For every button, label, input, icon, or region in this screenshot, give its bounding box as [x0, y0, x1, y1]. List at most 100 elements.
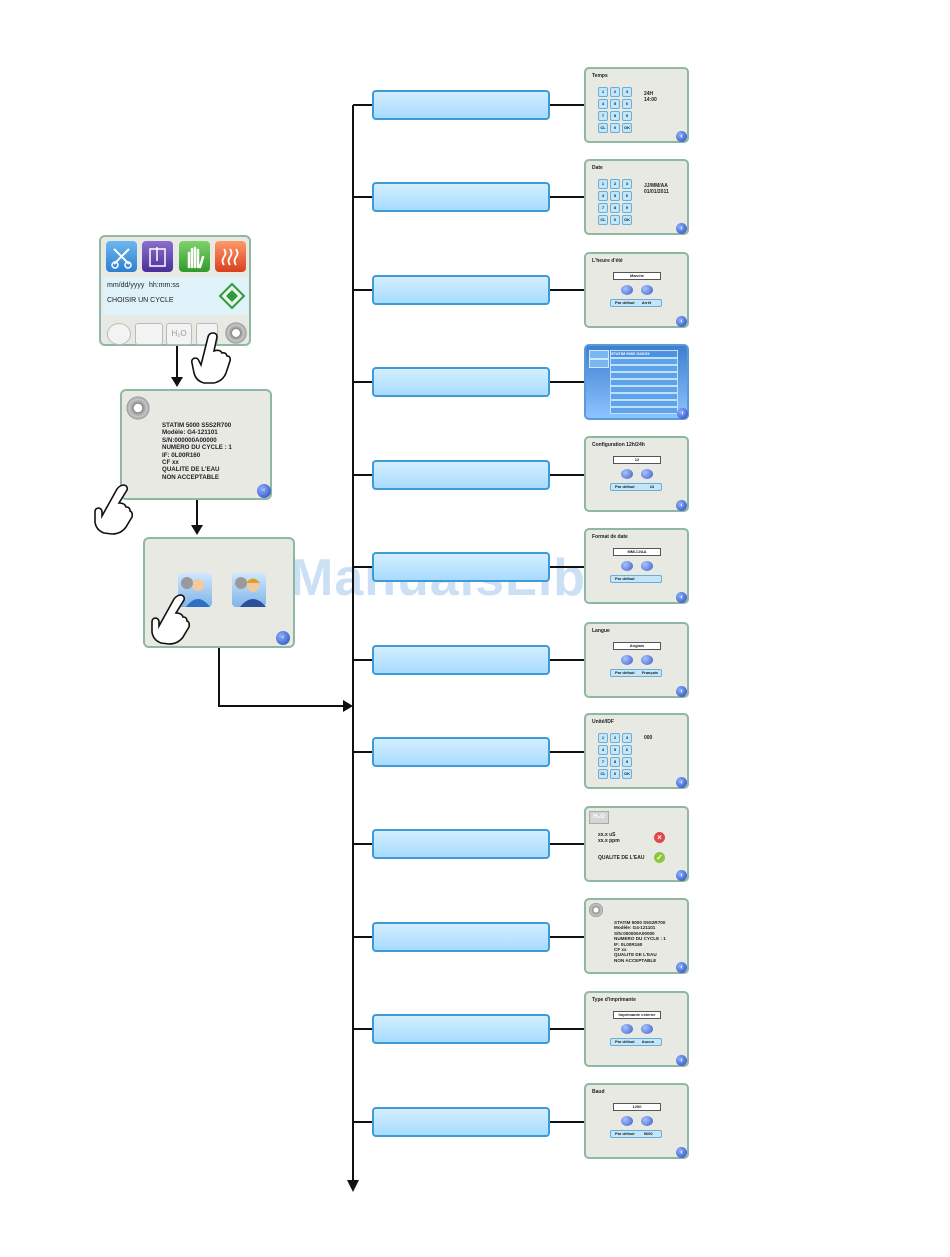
- menu-bar-unit-id[interactable]: [372, 737, 550, 767]
- keypad-key[interactable]: 3: [622, 733, 632, 743]
- keypad-key[interactable]: 3: [622, 87, 632, 97]
- keypad-key[interactable]: 5: [610, 191, 620, 201]
- default-option[interactable]: Par défaut: [615, 300, 635, 305]
- keypad-key[interactable]: 6: [622, 191, 632, 201]
- alt-option[interactable]: Aucun: [641, 1039, 655, 1044]
- default-option[interactable]: Par défaut: [615, 1131, 635, 1136]
- list-row[interactable]: [610, 365, 678, 372]
- menu-bar-date-format[interactable]: [372, 552, 550, 582]
- keypad-key[interactable]: 4: [598, 99, 608, 109]
- back-icon[interactable]: ‹: [677, 408, 688, 419]
- side-tab[interactable]: [589, 359, 609, 368]
- back-icon[interactable]: ‹: [676, 1055, 687, 1066]
- up-button[interactable]: [641, 469, 653, 479]
- keypad-key[interactable]: 2: [610, 87, 620, 97]
- side-tab[interactable]: [589, 350, 609, 359]
- default-option[interactable]: Par défaut: [615, 670, 635, 675]
- keypad-key[interactable]: 9: [622, 757, 632, 767]
- menu-bar-date[interactable]: [372, 182, 550, 212]
- list-row[interactable]: [610, 372, 678, 379]
- pouch-icon[interactable]: [142, 241, 173, 272]
- keypad-key[interactable]: 1: [598, 733, 608, 743]
- back-icon[interactable]: ‹: [676, 777, 687, 788]
- keypad-key[interactable]: 5: [610, 99, 620, 109]
- alt-option[interactable]: 9600: [643, 1131, 653, 1136]
- keypad-key[interactable]: 3: [622, 179, 632, 189]
- keypad-key[interactable]: 7: [598, 757, 608, 767]
- option-bar[interactable]: Par défaut Arrêt: [610, 299, 662, 307]
- keypad-key[interactable]: 0: [610, 123, 620, 133]
- up-button[interactable]: [641, 1116, 653, 1126]
- keypad-key[interactable]: 1: [598, 179, 608, 189]
- down-button[interactable]: [621, 561, 633, 571]
- menu-bar-language[interactable]: [372, 645, 550, 675]
- menu-bar-temps[interactable]: [372, 90, 550, 120]
- back-icon[interactable]: ‹: [257, 484, 271, 498]
- technician-profile-icon[interactable]: [232, 573, 266, 607]
- back-icon[interactable]: ‹: [676, 316, 687, 327]
- start-icon[interactable]: [218, 282, 246, 310]
- down-button[interactable]: [621, 655, 633, 665]
- default-option[interactable]: Par défaut: [615, 1039, 635, 1044]
- default-option[interactable]: Par défaut: [615, 576, 635, 581]
- option-bar[interactable]: Par défaut: [610, 575, 662, 583]
- keypad-key[interactable]: 6: [622, 745, 632, 755]
- scissors-icon[interactable]: [106, 241, 137, 272]
- alt-option[interactable]: Arrêt: [641, 300, 652, 305]
- option-bar[interactable]: Par défaut Aucun: [610, 1038, 662, 1046]
- back-icon[interactable]: ‹: [676, 131, 687, 142]
- keypad-key[interactable]: 7: [598, 111, 608, 121]
- keypad-key[interactable]: CL: [598, 769, 608, 779]
- up-button[interactable]: [641, 655, 653, 665]
- keypad-key[interactable]: 2: [610, 733, 620, 743]
- up-button[interactable]: [641, 285, 653, 295]
- keypad-key[interactable]: 0: [610, 215, 620, 225]
- keypad-key[interactable]: 0: [610, 769, 620, 779]
- up-button[interactable]: [641, 1024, 653, 1034]
- list-row[interactable]: [610, 379, 678, 386]
- list-row[interactable]: [610, 393, 678, 400]
- back-icon[interactable]: ‹: [676, 500, 687, 511]
- keypad-key[interactable]: CL: [598, 123, 608, 133]
- option-bar[interactable]: Par défaut 9600: [610, 1130, 662, 1138]
- keypad-key[interactable]: OK: [622, 123, 632, 133]
- back-icon[interactable]: ‹: [676, 962, 687, 973]
- keypad-key[interactable]: 5: [610, 745, 620, 755]
- menu-bar-info[interactable]: [372, 922, 550, 952]
- alt-option[interactable]: Français: [641, 670, 659, 675]
- keypad-key[interactable]: 9: [622, 203, 632, 213]
- settings-gear-icon[interactable]: [224, 321, 248, 345]
- menu-bar-dst[interactable]: [372, 275, 550, 305]
- keypad-key[interactable]: 8: [610, 203, 620, 213]
- keypad-key[interactable]: 2: [610, 179, 620, 189]
- back-icon[interactable]: ‹: [676, 592, 687, 603]
- heat-icon[interactable]: [215, 241, 246, 272]
- back-icon[interactable]: ‹: [676, 223, 687, 234]
- down-button[interactable]: [621, 1116, 633, 1126]
- option-bar[interactable]: Par défaut Français: [610, 669, 662, 677]
- down-button[interactable]: [621, 469, 633, 479]
- menu-bar-water-quality[interactable]: [372, 829, 550, 859]
- keypad-key[interactable]: 8: [610, 757, 620, 767]
- up-button[interactable]: [641, 561, 653, 571]
- list-row[interactable]: [610, 407, 678, 414]
- list-row[interactable]: [610, 400, 678, 407]
- keypad-key[interactable]: 8: [610, 111, 620, 121]
- keypad-key[interactable]: 6: [622, 99, 632, 109]
- back-icon[interactable]: ‹: [676, 870, 687, 881]
- gauge-icon[interactable]: [107, 323, 131, 345]
- option-bar[interactable]: Par défaut 24: [610, 483, 662, 491]
- keypad-key[interactable]: OK: [622, 215, 632, 225]
- back-icon[interactable]: ‹: [276, 631, 290, 645]
- alt-option[interactable]: 24: [649, 484, 655, 489]
- list-row[interactable]: [610, 386, 678, 393]
- keypad-key[interactable]: CL: [598, 215, 608, 225]
- keypad-key[interactable]: 7: [598, 203, 608, 213]
- menu-bar-list[interactable]: [372, 367, 550, 397]
- down-button[interactable]: [621, 285, 633, 295]
- water-icon[interactable]: H₂O: [166, 323, 192, 345]
- menu-bar-baud[interactable]: [372, 1107, 550, 1137]
- keypad-key[interactable]: OK: [622, 769, 632, 779]
- down-button[interactable]: [621, 1024, 633, 1034]
- menu-bar-clock-format[interactable]: [372, 460, 550, 490]
